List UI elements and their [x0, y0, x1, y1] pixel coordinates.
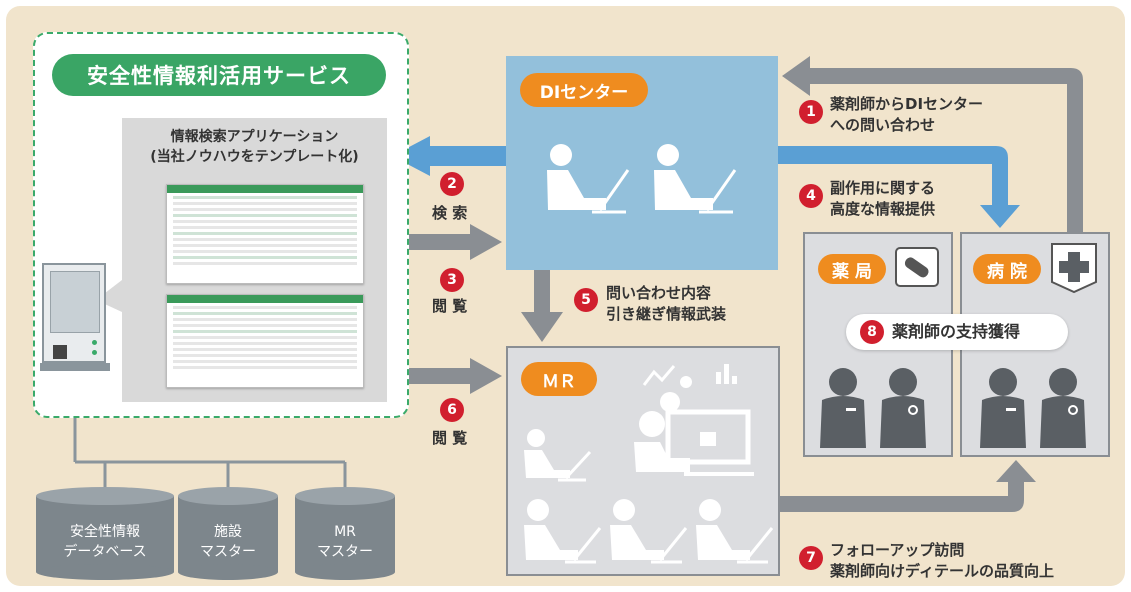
step-5-line1: 問い合わせ内容 [606, 284, 712, 302]
di-center-label: DIセンター [520, 73, 648, 107]
db-label: 施設 [214, 524, 242, 540]
db-label: 安全性情報 [70, 524, 140, 540]
server-pc-button [53, 345, 67, 359]
server-pc-led [92, 340, 97, 345]
step-5-label: 問い合わせ内容 引き継ぎ情報武装 [606, 283, 726, 325]
step-4-label: 副作用に関する 高度な情報提供 [830, 178, 935, 220]
server-pc-led [92, 350, 97, 355]
step-7-badge: 7 [799, 546, 823, 570]
step-4-line1: 副作用に関する [830, 179, 936, 197]
app-screenshot-browse [166, 294, 364, 388]
db-mr-master: MR マスター [295, 522, 395, 562]
step-7-label: フォローアップ訪問 薬剤師向けディテールの品質向上 [830, 540, 1054, 582]
db-safety-info: 安全性情報 データベース [36, 522, 174, 562]
step-8-label: 薬剤師の支持獲得 [892, 322, 1021, 341]
step-5-badge: 5 [574, 288, 598, 312]
pharmacy-label: 薬 局 [818, 254, 886, 284]
step-2-badge: 2 [440, 172, 464, 196]
arrow-browse-mr [390, 358, 502, 394]
step-4-badge: 4 [799, 184, 823, 208]
app-title-line2: (当社ノウハウをテンプレート化) [150, 149, 359, 165]
app-title-line1: 情報検索アプリケーション [170, 129, 339, 145]
pharmacy-staff-icon [820, 368, 926, 448]
db-label: マスター [200, 544, 256, 560]
step-3-badge: 3 [440, 268, 464, 292]
step-1-badge: 1 [799, 100, 823, 124]
arrow-browse-di [390, 224, 502, 260]
arrow-handover [521, 270, 563, 342]
db-label: MR [334, 524, 356, 540]
db-facility-master: 施設 マスター [178, 522, 278, 562]
step-8-badge: 8 [860, 320, 884, 344]
mr-label: ＭＲ [521, 362, 597, 396]
step-7-line1: フォローアップ訪問 [830, 541, 965, 559]
step-3-label: 閲 覧 [432, 297, 468, 315]
step-6-badge: 6 [440, 398, 464, 422]
service-title: 安全性情報利活用サービス [52, 54, 386, 96]
step-1-line1: 薬剤師からDIセンター [830, 95, 984, 113]
arrow-info-provide [778, 146, 1020, 228]
step-5-line2: 引き継ぎ情報武装 [606, 305, 727, 323]
step-1-line2: への問い合わせ [830, 116, 936, 134]
step-6-label: 閲 覧 [432, 429, 468, 447]
step-7-line2: 薬剤師向けディテールの品質向上 [830, 562, 1054, 580]
hospital-label: 病 院 [973, 254, 1041, 284]
arrow-search [392, 136, 506, 176]
server-pc-panel [50, 271, 100, 333]
app-screenshot-search [166, 184, 364, 284]
arrow-follow-up [780, 460, 1036, 512]
server-pc-base [40, 363, 110, 371]
arrow-inquiry [782, 56, 1083, 232]
step-4-line2: 高度な情報提供 [830, 200, 936, 218]
db-label: マスター [317, 544, 373, 560]
db-label: データベース [63, 544, 147, 560]
step-2-label: 検 索 [432, 204, 468, 222]
step-1-label: 薬剤師からDIセンター への問い合わせ [830, 94, 983, 136]
app-title: 情報検索アプリケーション (当社ノウハウをテンプレート化) [122, 127, 387, 167]
